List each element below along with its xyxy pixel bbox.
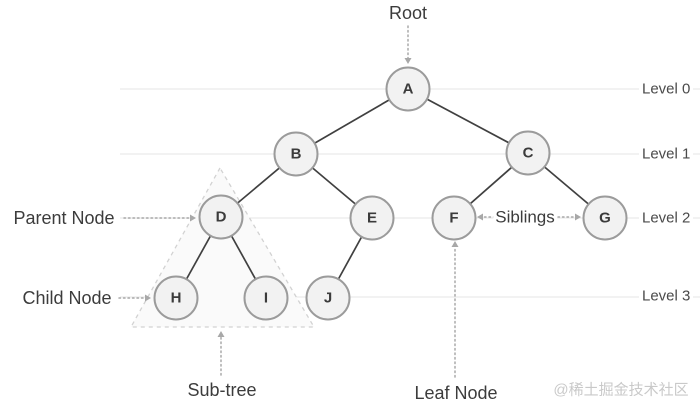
siblings-left-pointer-arrowhead-icon	[477, 213, 483, 221]
parent-node-label: Parent Node	[13, 208, 115, 228]
tree-node-i	[243, 275, 289, 321]
level-1-label: Level 1	[639, 145, 694, 163]
child-node-label: Child Node	[22, 288, 112, 308]
edge-a-c	[407, 88, 529, 154]
tree-node-label-j: J	[323, 289, 333, 307]
tree-node-a	[385, 66, 431, 112]
root-label: Root	[388, 3, 428, 23]
parent-node-pointer-arrowhead-icon	[190, 214, 196, 222]
level-3-label: Level 3	[639, 287, 694, 305]
root-pointer-arrowhead-icon	[404, 58, 412, 64]
tree-node-g	[582, 195, 628, 241]
tree-node-label-f: F	[449, 209, 459, 227]
tree-node-label-d: D	[215, 208, 227, 226]
tree-node-d	[198, 194, 244, 240]
tree-node-label-b: B	[290, 145, 302, 163]
tree-node-f	[431, 195, 477, 241]
tree-node-label-a: A	[402, 80, 414, 98]
child-node-pointer-arrowhead-icon	[145, 294, 151, 302]
level-0-label: Level 0	[639, 80, 694, 98]
sub-tree-label: Sub-tree	[187, 380, 257, 400]
tree-node-label-i: I	[263, 289, 269, 307]
tree-node-label-h: H	[170, 289, 182, 307]
tree-node-label-c: C	[522, 144, 534, 162]
siblings-right-pointer-arrowhead-icon	[575, 213, 581, 221]
subtree-pointer-arrowhead-icon	[217, 331, 225, 337]
tree-node-e	[349, 195, 395, 241]
tree-node-j	[305, 275, 351, 321]
watermark: @稀土掘金技术社区	[553, 381, 689, 399]
tree-node-c	[505, 130, 551, 176]
level-2-label: Level 2	[639, 209, 694, 227]
siblings-label: Siblings	[493, 207, 557, 227]
tree-node-label-g: G	[599, 209, 611, 227]
tree-node-b	[273, 131, 319, 177]
leaf-node-label: Leaf Node	[414, 383, 498, 403]
tree-node-label-e: E	[366, 209, 378, 227]
leaf-node-pointer-arrowhead-icon	[451, 241, 459, 247]
tree-node-h	[153, 275, 199, 321]
